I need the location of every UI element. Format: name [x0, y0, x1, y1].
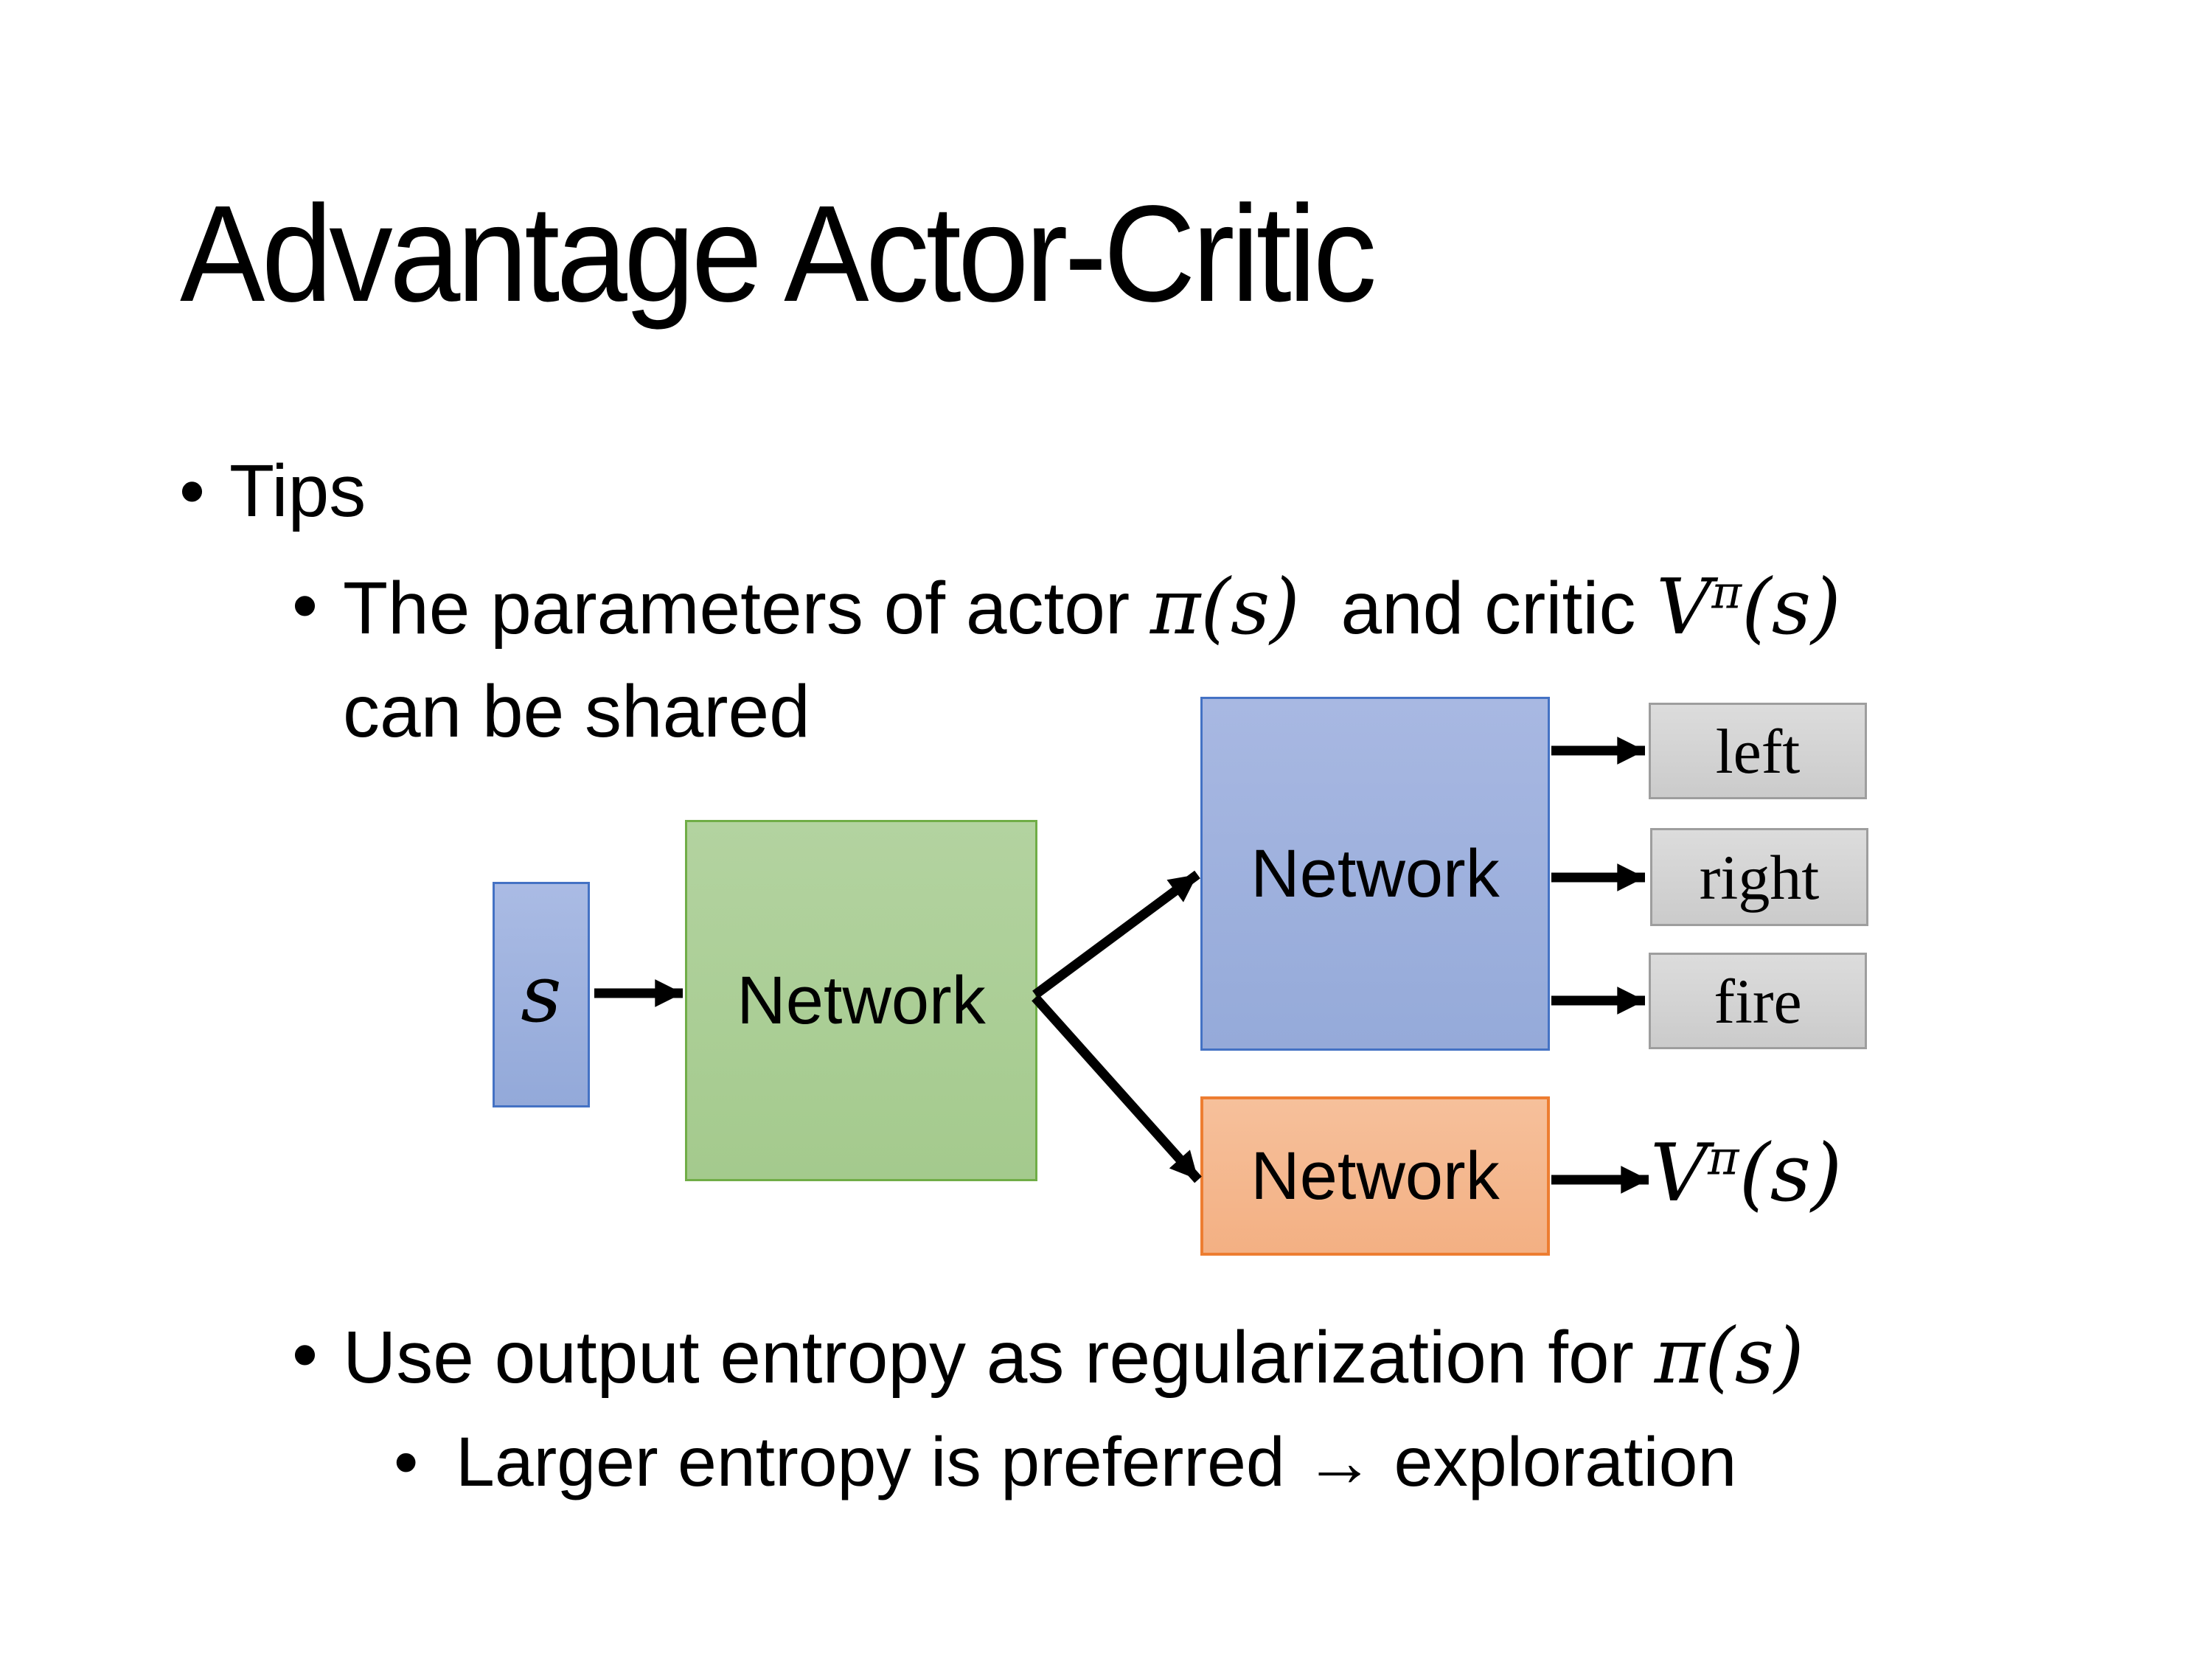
- bullet-icon: •: [292, 1313, 319, 1396]
- bullet-shared-parameters: • The parameters of actor π(s) and criti…: [292, 554, 1841, 762]
- math-args: (s): [1742, 562, 1841, 652]
- bullet-entropy-regularization: • Use output entropy as regularization f…: [292, 1304, 1804, 1410]
- bullet-tips-text: Tips: [229, 450, 366, 532]
- slide-title: Advantage Actor-Critic: [180, 178, 1377, 330]
- bullet-icon: •: [394, 1423, 419, 1501]
- math-pi-s: π(s): [1150, 562, 1300, 652]
- action-fire-box: fire: [1649, 953, 1867, 1049]
- shared-network-label: Network: [737, 963, 986, 1038]
- bullet-shared-parameters-line2: can be shared: [343, 669, 810, 753]
- action-left-label: left: [1715, 715, 1801, 787]
- bullet-larger-entropy: • Larger entropy is preferred → explorat…: [394, 1419, 1736, 1506]
- action-right-label: right: [1699, 841, 1820, 913]
- bullet-shared-parameters-line1: The parameters of actor π(s) and critic …: [343, 554, 1841, 661]
- math-pi-superscript: π: [1711, 565, 1742, 619]
- text-run: and critic: [1299, 567, 1657, 650]
- critic-network-label: Network: [1251, 1138, 1500, 1214]
- state-input-box: s: [493, 882, 590, 1107]
- action-fire-label: fire: [1714, 965, 1802, 1037]
- actor-network-box: Network: [1200, 697, 1550, 1051]
- bullet-entropy-regularization-text: Use output entropy as regularization for…: [343, 1304, 1804, 1410]
- value-function-output: Vπ(s): [1650, 1127, 1842, 1220]
- text-run: The parameters of actor: [343, 567, 1150, 650]
- bullet-icon: •: [292, 564, 319, 647]
- actor-network-label: Network: [1251, 836, 1500, 911]
- math-args: (s): [1739, 1127, 1843, 1220]
- math-v: V: [1656, 562, 1712, 652]
- shared-network-box: Network: [685, 820, 1037, 1181]
- state-label: s: [521, 948, 562, 1040]
- arrow-shared-to-critic: [1032, 994, 1202, 1183]
- critic-network-box: Network: [1200, 1096, 1550, 1256]
- bullet-icon: •: [179, 450, 206, 532]
- bullet-shared-parameters-content: The parameters of actor π(s) and critic …: [343, 554, 1841, 762]
- math-pi-s: π(s): [1654, 1311, 1804, 1401]
- bullet-tips: • Tips: [179, 445, 366, 538]
- math-v: V: [1650, 1127, 1708, 1220]
- math-pi-superscript: π: [1708, 1130, 1739, 1186]
- action-right-box: right: [1650, 828, 1868, 926]
- bullet-larger-entropy-text: Larger entropy is preferred → exploratio…: [456, 1423, 1737, 1501]
- arrow-shared-to-actor: [1032, 870, 1200, 999]
- action-left-box: left: [1649, 703, 1867, 799]
- text-run: Use output entropy as regularization for: [343, 1316, 1655, 1399]
